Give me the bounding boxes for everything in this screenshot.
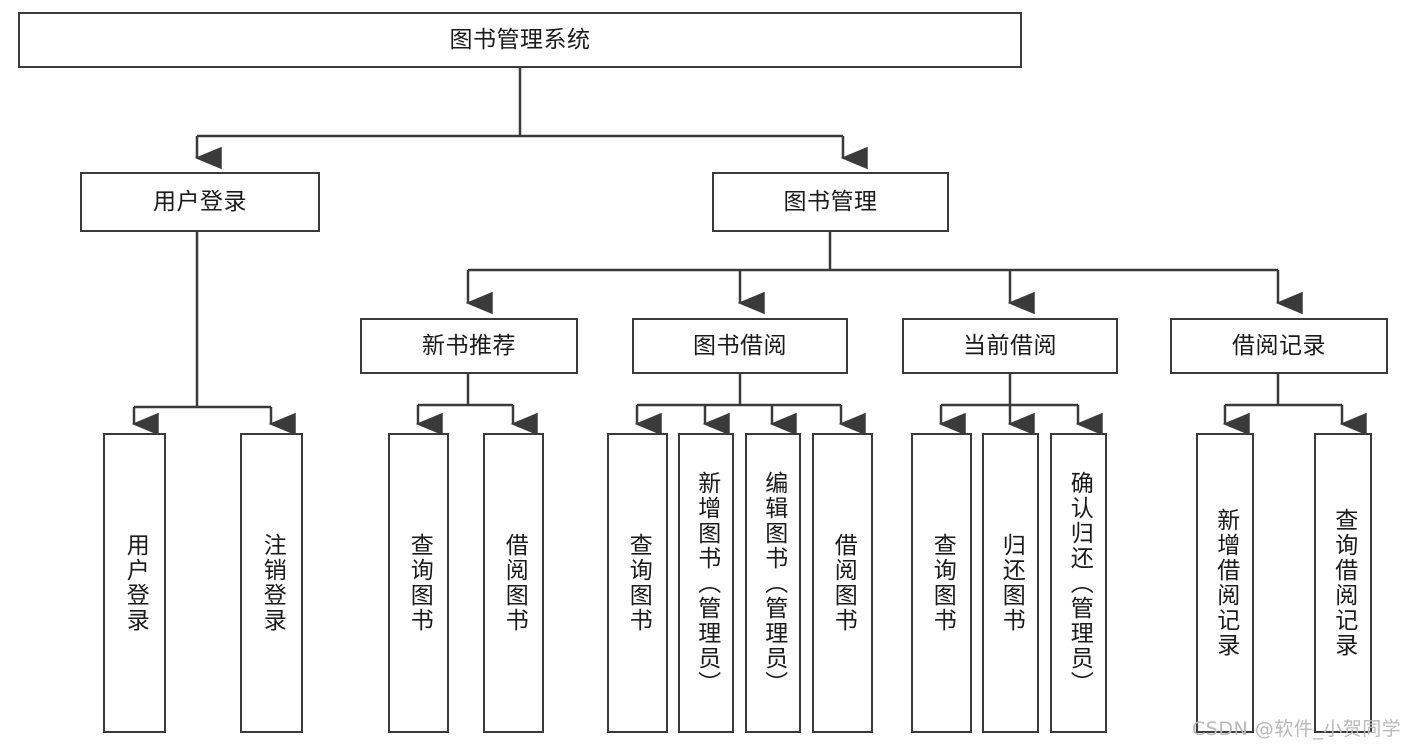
node-label: 新书推荐 xyxy=(422,332,516,359)
node-book-management[interactable]: 图书管理 xyxy=(712,172,949,232)
leaf-book-borrow-borrow-book[interactable]: 借阅图书 xyxy=(812,433,873,733)
node-book-borrow[interactable]: 图书借阅 xyxy=(632,318,848,374)
node-label: 借阅图书 xyxy=(830,533,857,633)
leaf-current-borrow-return-book[interactable]: 归还图书 xyxy=(982,433,1039,733)
node-label: 借阅图书 xyxy=(501,533,528,633)
leaf-borrow-record-add-record[interactable]: 新增借阅记录 xyxy=(1196,433,1254,733)
node-label: 查询图书 xyxy=(406,533,433,633)
node-label: 用户登录 xyxy=(122,533,149,633)
leaf-user-login-logout[interactable]: 注销登录 xyxy=(240,433,303,733)
node-label: 新增借阅记录 xyxy=(1212,508,1239,658)
node-label: 图书借阅 xyxy=(693,332,787,359)
leaf-user-login-login[interactable]: 用户登录 xyxy=(103,433,166,733)
node-label: 图书管理 xyxy=(783,188,878,215)
node-label: 注销登录 xyxy=(259,533,286,633)
leaf-new-book-borrow-book[interactable]: 借阅图书 xyxy=(483,433,544,733)
node-current-borrow[interactable]: 当前借阅 xyxy=(902,318,1118,374)
leaf-book-borrow-add-book-admin[interactable]: 新增图书（管理员） xyxy=(678,433,734,733)
node-user-login[interactable]: 用户登录 xyxy=(80,172,320,232)
node-root-book-management-system[interactable]: 图书管理系统 xyxy=(18,12,1022,68)
leaf-borrow-record-query-record[interactable]: 查询借阅记录 xyxy=(1314,433,1372,733)
node-label: 当前借阅 xyxy=(963,332,1057,359)
node-label: 查询图书 xyxy=(625,533,652,633)
leaf-new-book-query-book[interactable]: 查询图书 xyxy=(388,433,449,733)
node-label: 查询借阅记录 xyxy=(1330,508,1357,658)
node-label: 查询图书 xyxy=(929,533,956,633)
node-label: 用户登录 xyxy=(153,188,247,215)
csdn-watermark: CSDN @软件_小贺同学 xyxy=(1192,718,1402,740)
leaf-book-borrow-query-book[interactable]: 查询图书 xyxy=(607,433,668,733)
node-label: 图书管理系统 xyxy=(449,26,591,53)
node-label: 借阅记录 xyxy=(1232,332,1326,359)
node-label: 新增图书（管理员） xyxy=(693,470,720,696)
node-label: 确认归还（管理员） xyxy=(1066,470,1093,696)
node-label: 编辑图书（管理员） xyxy=(760,470,787,696)
node-borrow-record[interactable]: 借阅记录 xyxy=(1170,318,1388,374)
leaf-book-borrow-edit-book-admin[interactable]: 编辑图书（管理员） xyxy=(745,433,801,733)
node-new-book-recommend[interactable]: 新书推荐 xyxy=(360,318,578,374)
leaf-current-borrow-query-book[interactable]: 查询图书 xyxy=(911,433,972,733)
leaf-current-borrow-confirm-return-admin[interactable]: 确认归还（管理员） xyxy=(1050,433,1107,733)
node-label: 归还图书 xyxy=(998,533,1025,633)
